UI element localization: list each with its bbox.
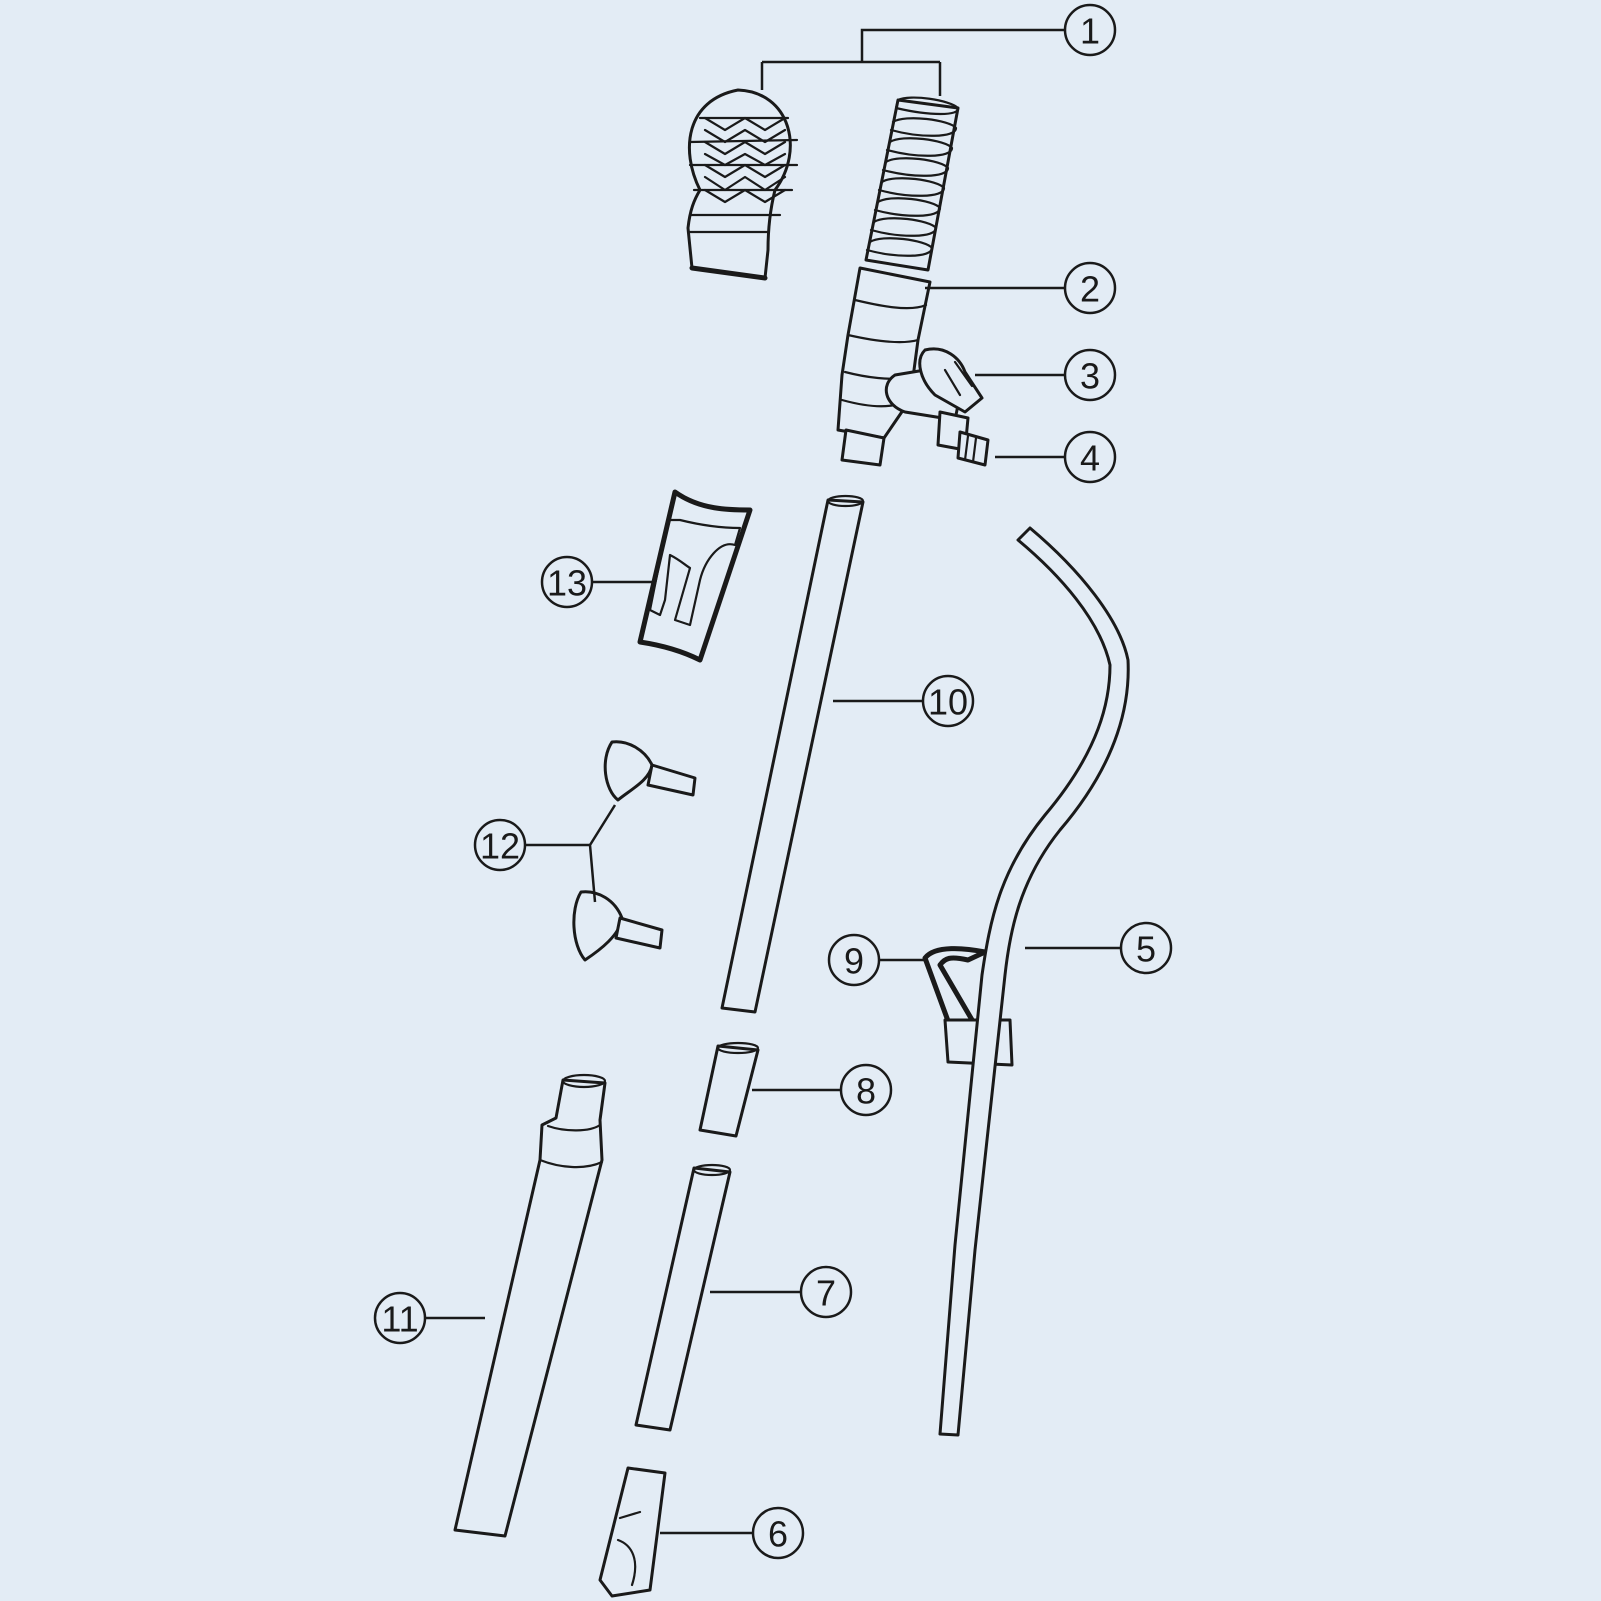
callout-4: 4 — [1063, 430, 1117, 484]
callout-7: 7 — [799, 1265, 853, 1319]
callout-2-label: 2 — [1080, 269, 1100, 310]
part-rigid-tube-short — [634, 1163, 732, 1432]
callout-8-label: 8 — [856, 1071, 876, 1112]
callout-2: 2 — [1063, 261, 1117, 315]
part-rigid-tube-long — [720, 494, 865, 1014]
callout-5-label: 5 — [1136, 929, 1156, 970]
part-clip-holder — [637, 489, 753, 663]
callout-10: 10 — [921, 674, 975, 728]
part-extension-tube — [453, 1073, 607, 1538]
callout-10-label: 10 — [928, 682, 968, 723]
callout-12: 12 — [473, 818, 527, 872]
callout-7-label: 7 — [816, 1273, 836, 1314]
callout-1-label: 1 — [1080, 11, 1100, 52]
callout-6-label: 6 — [768, 1514, 788, 1555]
callout-3-label: 3 — [1080, 356, 1100, 397]
part-suction-cups — [572, 740, 697, 962]
callout-3: 3 — [1063, 348, 1117, 402]
part-corrugated-hose — [864, 96, 960, 272]
part-gravel-bell — [686, 88, 799, 281]
part-valve-knob — [884, 347, 984, 422]
part-flexible-tubing — [938, 526, 1130, 1437]
callout-4-label: 4 — [1080, 438, 1100, 479]
part-valve-body — [836, 266, 932, 467]
callout-9-label: 9 — [844, 941, 864, 982]
part-nozzle-connector — [936, 410, 990, 467]
callout-6: 6 — [751, 1506, 805, 1560]
leader-lines — [425, 28, 1120, 1535]
callout-11: 11 — [373, 1291, 427, 1345]
callout-1: 1 — [1063, 3, 1117, 57]
part-end-nozzle — [598, 1466, 667, 1598]
callout-13: 13 — [540, 555, 594, 609]
callout-12-label: 12 — [480, 826, 520, 867]
callout-13-label: 13 — [547, 563, 587, 604]
callout-11-label: 11 — [381, 1299, 418, 1340]
callout-5: 5 — [1119, 921, 1173, 975]
part-coupler — [698, 1041, 760, 1138]
callout-8: 8 — [839, 1063, 893, 1117]
callout-9: 9 — [827, 933, 881, 987]
